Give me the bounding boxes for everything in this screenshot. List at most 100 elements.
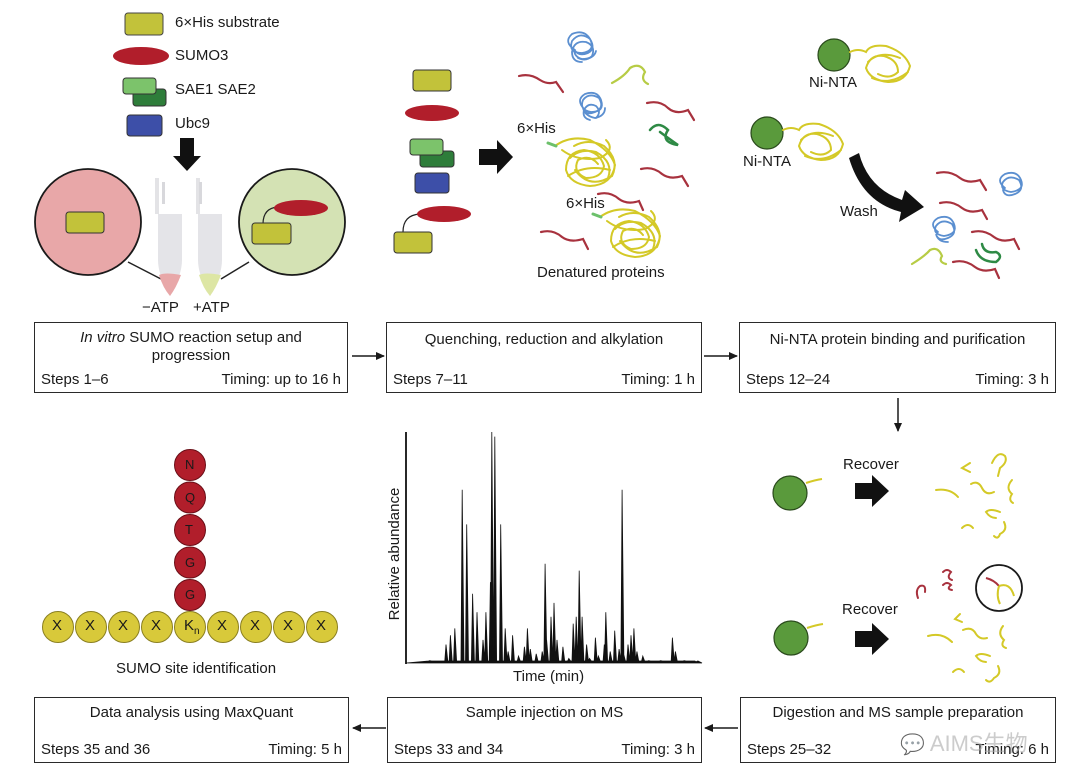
chromatogram-ylabel: Relative abundance [386, 487, 403, 621]
step-range: Steps 12–24 [746, 371, 831, 388]
right-arrow-icon [479, 140, 513, 174]
legend-label-substrate: 6×His substrate [175, 14, 280, 31]
plus-atp-circle [238, 168, 346, 276]
his-tag-label: 6×His [517, 120, 556, 137]
ni-nta-bead [773, 620, 809, 656]
wash-arrow-icon [849, 153, 924, 222]
step-title: Sample injection on MS [465, 704, 624, 721]
sumo-site-caption: SUMO site identification [116, 660, 277, 677]
watermark-text: AIMS生物 [929, 731, 1028, 756]
backbone-residue [42, 611, 74, 643]
backbone-residue [273, 611, 305, 643]
step-timing: Timing: 1 h [621, 371, 695, 388]
recover-arrow-icon [855, 623, 889, 655]
remnant-residue [174, 481, 206, 514]
step-box-quenching: Quenching, reduction and alkylation Step… [386, 322, 702, 393]
backbone-residue [207, 611, 239, 643]
step-title: Digestion and MS sample preparation [772, 704, 1024, 721]
residue-label: X [85, 617, 96, 634]
residue-label: X [217, 617, 228, 634]
sumo-remnant-chain [174, 449, 206, 611]
step-range: Steps 35 and 36 [41, 741, 151, 758]
step-range: Steps 7–11 [393, 371, 468, 388]
remnant-residue [174, 514, 206, 546]
residue-label: X [283, 617, 294, 634]
plus-atp-tube [196, 178, 222, 296]
step-timing: Timing: 6 h [975, 741, 1049, 758]
zoom-circle [975, 564, 1023, 612]
residue-label: Q [185, 489, 196, 505]
sumo3-shape [417, 206, 471, 222]
residue-label: G [185, 587, 196, 602]
backbone-residue [306, 611, 338, 643]
wash-label: Wash [840, 203, 878, 220]
chromatogram-xlabel: Time (min) [513, 668, 585, 685]
recover-label: Recover [843, 456, 899, 473]
chromatogram [405, 431, 703, 664]
backbone-residue [141, 611, 173, 643]
sae1-shape [409, 138, 444, 156]
down-arrow-icon [173, 138, 201, 171]
step-title: Quenching, reduction and alkylation [424, 331, 664, 348]
peptide-backbone [42, 611, 338, 643]
step-range: Steps 25–32 [747, 741, 832, 758]
step-box-data-analysis: Data analysis using MaxQuant Steps 35 an… [34, 697, 349, 763]
backbone-residue [240, 611, 272, 643]
sumo3-shape [405, 105, 459, 121]
residue-label: X [118, 617, 129, 634]
step-title: In vitro SUMO reaction setup and progres… [80, 329, 302, 364]
step-timing: Timing: 3 h [621, 741, 695, 758]
residue-label: Kn [184, 617, 200, 637]
his-tag-label: 6×His [566, 195, 605, 212]
backbone-residue [75, 611, 107, 643]
legend-sumo3-swatch [113, 47, 169, 65]
backbone-residue [108, 611, 140, 643]
ubc9-shape [414, 172, 450, 194]
washed-proteins [910, 171, 1023, 280]
sumo-peptides [915, 569, 953, 599]
remnant-residue [174, 546, 206, 579]
remnant-residue [174, 449, 206, 481]
ni-nta-bead [772, 475, 808, 511]
denatured-caption: Denatured proteins [537, 264, 665, 281]
substrate-shape [412, 69, 452, 92]
recover-arrow-icon [855, 475, 889, 507]
chromatogram-trace [405, 431, 703, 664]
legend-label-sae: SAE1 SAE2 [175, 81, 256, 98]
step-timing: Timing: 5 h [268, 741, 342, 758]
step-title: Ni-NTA protein binding and purification [769, 331, 1026, 348]
denatured-proteins [517, 31, 696, 259]
legend-sae1-swatch [122, 77, 157, 95]
minus-atp-tube [155, 178, 182, 296]
legend-label-sumo3: SUMO3 [175, 47, 229, 64]
ni-nta-label: Ni-NTA [809, 74, 858, 91]
substrate-shape [65, 211, 105, 234]
residue-label: G [185, 554, 196, 570]
peptides-recovered [927, 453, 1014, 683]
legend-ubc9-swatch [126, 114, 163, 137]
step-box-digestion: Digestion and MS sample preparation Step… [740, 697, 1056, 763]
plus-atp-label: +ATP [193, 299, 230, 316]
step-range: Steps 33 and 34 [394, 741, 504, 758]
bound-proteins [782, 44, 912, 162]
step-timing: Timing: 3 h [975, 371, 1049, 388]
step-range: Steps 1–6 [41, 371, 109, 388]
ni-nta-label: Ni-NTA [743, 153, 792, 170]
substrate-shape [393, 231, 433, 254]
legend-substrate-swatch [124, 12, 164, 36]
step-box-reaction: In vitro SUMO reaction setup and progres… [34, 322, 348, 393]
step-box-ms-injection: Sample injection on MS Steps 33 and 34 T… [387, 697, 702, 763]
step-timing: Timing: up to 16 h [221, 371, 341, 388]
legend-label-ubc9: Ubc9 [175, 115, 211, 132]
recover-label: Recover [842, 601, 898, 618]
sumo3-shape [274, 200, 328, 216]
substrate-shape [251, 222, 292, 245]
residue-label: N [185, 457, 195, 472]
wechat-icon: 💬 [900, 734, 925, 756]
watermark: 💬 AIMS生物 [900, 726, 1028, 758]
residue-label: X [52, 617, 63, 634]
backbone-residue [174, 611, 206, 643]
step-title: Data analysis using MaxQuant [89, 704, 294, 721]
residue-label: X [151, 617, 162, 634]
